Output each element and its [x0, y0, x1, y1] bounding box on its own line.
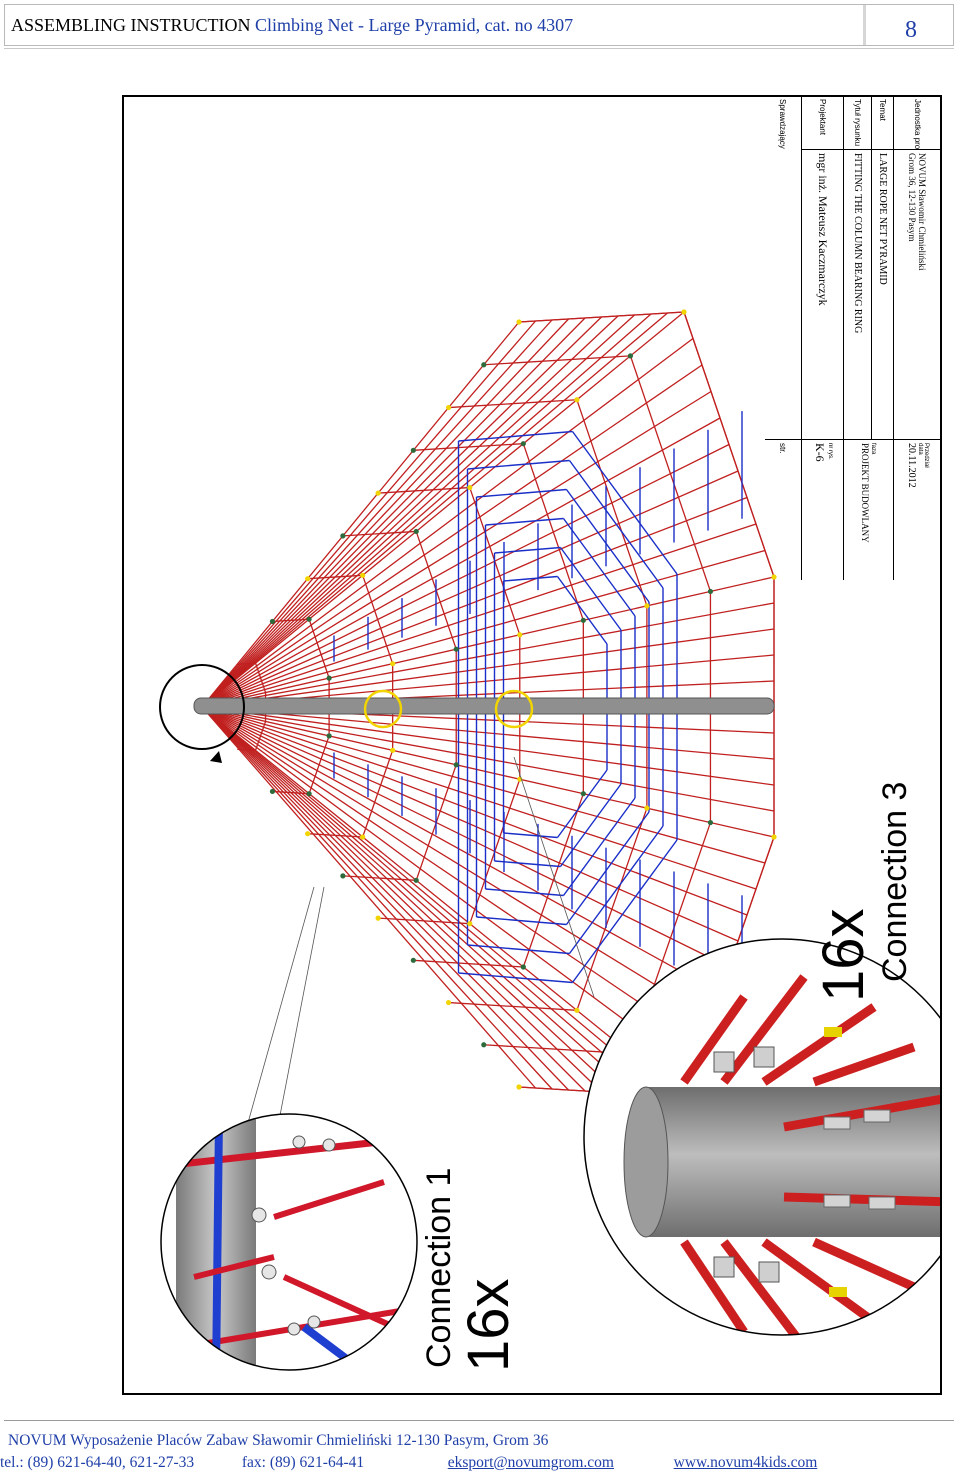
technical-drawing [122, 95, 942, 1395]
footer-email-link[interactable]: eksport@novumgrom.com [447, 1454, 614, 1471]
theme-label: Temat [871, 95, 894, 150]
central-column [193, 697, 775, 715]
stage-cell: faza PROJEKT BUDOWLANY [843, 439, 894, 580]
leader-line-c [513, 756, 595, 998]
page-number: 8 [905, 17, 917, 43]
footer-contacts: tel.: (89) 621-64-40, 621-27-33 fax: (89… [0, 1454, 817, 1472]
connection-1-label: Connection 1 [420, 1167, 458, 1368]
connection-1-detail-frame [160, 1113, 418, 1371]
document-title: ASSEMBLING INSTRUCTION Climbing Net - La… [11, 15, 573, 36]
connection-1-marker-a [363, 689, 403, 729]
sheet-number-cell: nr rys. K-6 [801, 439, 844, 580]
page-header: ASSEMBLING INSTRUCTION Climbing Net - La… [4, 4, 954, 46]
leader-line-b [271, 886, 325, 1158]
footer-fax: fax: (89) 621-64-41 [241, 1454, 365, 1471]
footer-phone: tel.: (89) 621-64-40, 621-27-33 [0, 1454, 195, 1471]
title-prefix: ASSEMBLING INSTRUCTION [11, 15, 251, 35]
connection-1-count: 16x [456, 1278, 521, 1372]
drawing-title-value: FITTING THE COLUMN BEARING RING [843, 149, 872, 440]
connection-3-marker [159, 664, 245, 750]
header-divider [863, 5, 866, 45]
page-label: str. [765, 439, 802, 580]
unit-label: Jednostka projektowa [893, 95, 942, 150]
title-block: Jednostka projektowa NOVUM Sławomir Chmi… [765, 95, 942, 580]
connection-3-count: 16x [811, 908, 876, 1002]
scale-date-cell: Przedział data 20.11.2012 [893, 439, 942, 580]
header-rule [4, 48, 954, 49]
theme-value: LARGE ROPE NET PYRAMID [871, 149, 894, 440]
date-value: 20.11.2012 [906, 443, 917, 488]
connection-3-detail [584, 939, 940, 1335]
arrow-icon [210, 751, 222, 763]
footer-company: NOVUM Wyposażenie Placów Zabaw Sławomir … [8, 1432, 549, 1449]
net-drawing-svg [159, 309, 940, 1371]
footer-website-link[interactable]: www.novum4kids.com [673, 1454, 818, 1471]
stage-value: PROJEKT BUDOWLANY [860, 443, 871, 543]
connection-3-label: Connection 3 [876, 781, 914, 982]
net-connection-nodes [269, 309, 777, 1100]
connection-1-detail [161, 1114, 417, 1370]
designer-value: mgr inż. Mateusz Kaczmarczyk [801, 149, 844, 440]
drawing-title-label: Tytuł rysunku [843, 95, 872, 150]
unit-value: NOVUM Sławomir Chmieliński Grom 36, 12-1… [893, 149, 942, 440]
leader-line-a [243, 886, 315, 1138]
checker-label: Sprawdzający [765, 95, 802, 440]
title-document: Climbing Net - Large Pyramid, cat. no 43… [255, 15, 574, 35]
connection-1-marker-b [494, 689, 534, 729]
connection-3-detail-frame [583, 938, 940, 1336]
designer-label: Projektant [801, 95, 844, 150]
sheet-number-value: K-6 [813, 443, 827, 462]
footer-rule [4, 1420, 954, 1421]
